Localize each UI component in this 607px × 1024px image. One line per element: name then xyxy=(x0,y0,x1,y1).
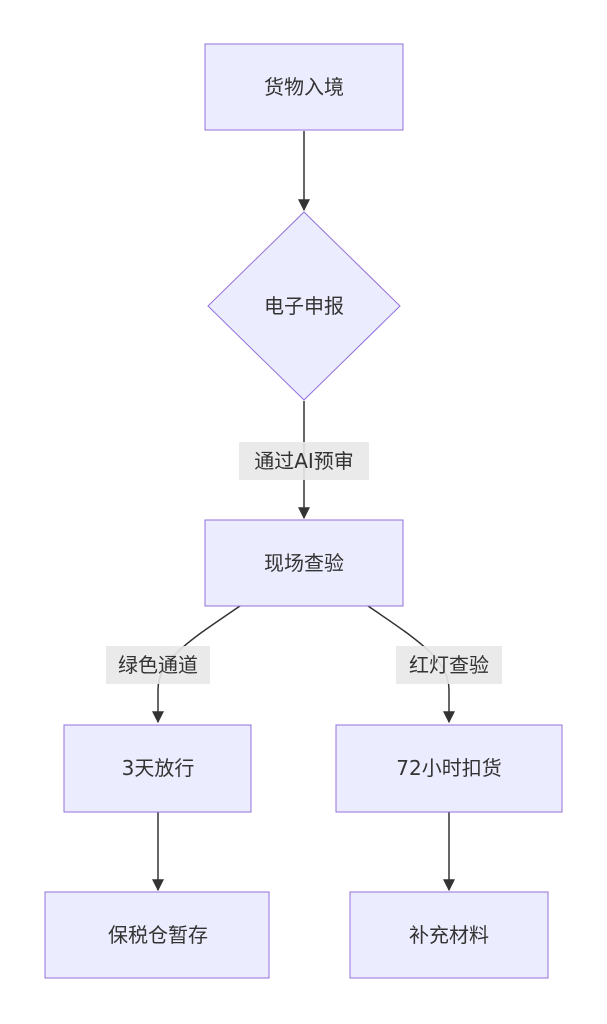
node-bonded: 保税仓暂存 xyxy=(44,891,270,979)
node-inspect: 现场查验 xyxy=(204,519,404,607)
node-supplement-label: 补充材料 xyxy=(409,923,489,947)
edge-label-green: 绿色通道 xyxy=(106,646,210,684)
edge-label-ai-review-text: 通过AI预审 xyxy=(254,449,354,473)
edge-label-ai-review: 通过AI预审 xyxy=(239,442,369,480)
node-entry: 货物入境 xyxy=(204,43,404,131)
node-entry-label: 货物入境 xyxy=(264,75,344,99)
node-hold: 72小时扣货 xyxy=(335,724,563,813)
node-inspect-label: 现场查验 xyxy=(264,551,344,575)
node-release-label: 3天放行 xyxy=(122,756,195,780)
node-hold-label: 72小时扣货 xyxy=(396,756,501,780)
node-declare: 电子申报 xyxy=(207,211,401,401)
node-release: 3天放行 xyxy=(63,724,252,813)
edge-label-red: 红灯查验 xyxy=(396,646,502,684)
node-supplement: 补充材料 xyxy=(349,891,549,979)
node-bonded-label: 保税仓暂存 xyxy=(108,923,208,947)
edge-label-green-text: 绿色通道 xyxy=(118,653,198,677)
edge-label-red-text: 红灯查验 xyxy=(409,653,489,677)
node-declare-label: 电子申报 xyxy=(264,294,344,318)
